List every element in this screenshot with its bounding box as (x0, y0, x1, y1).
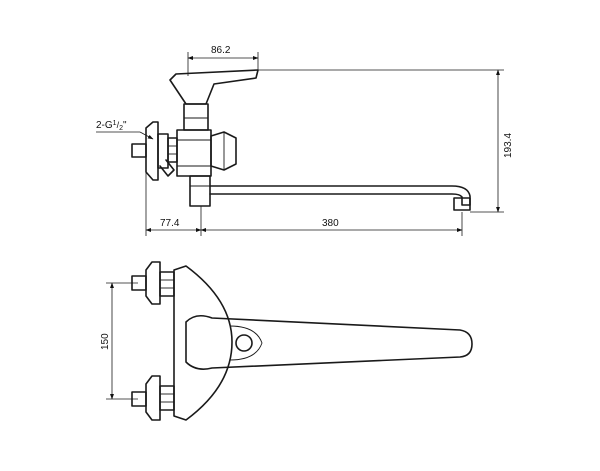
mixer-body (176, 129, 212, 177)
upper-flange (145, 261, 161, 305)
lever-front (185, 314, 473, 370)
cartridge-neck (183, 103, 209, 131)
lever-offset-label: 86.2 (211, 45, 231, 56)
lower-union-nut (159, 385, 175, 411)
wall-flange (145, 121, 159, 181)
side-dimensions: 86.2 193.4 2-G1/2" 77.4 380 (96, 45, 514, 236)
lever-handle (169, 69, 259, 105)
upper-union-nut (159, 271, 175, 297)
side-view (131, 69, 471, 211)
spout (209, 185, 471, 206)
union-connector (159, 159, 175, 177)
aerator (453, 197, 471, 211)
spout-length-label: 380 (322, 218, 339, 229)
lower-flange (145, 375, 161, 421)
height-label: 193.4 (503, 133, 514, 158)
inlet-nipple (131, 143, 147, 158)
eccentric-union (157, 133, 169, 169)
inlet-spacing-label: 150 (100, 333, 111, 350)
mixer-body-front (173, 265, 233, 421)
diverter-knob (210, 131, 237, 171)
front-view (131, 261, 473, 421)
front-dimensions: 150 (100, 282, 138, 400)
spout-collar (189, 175, 211, 207)
wall-offset-label: 77.4 (160, 218, 180, 229)
thread-label: 2-G1/2" (96, 120, 127, 132)
union-nut (167, 137, 178, 163)
lever-hub-hole (235, 334, 253, 352)
